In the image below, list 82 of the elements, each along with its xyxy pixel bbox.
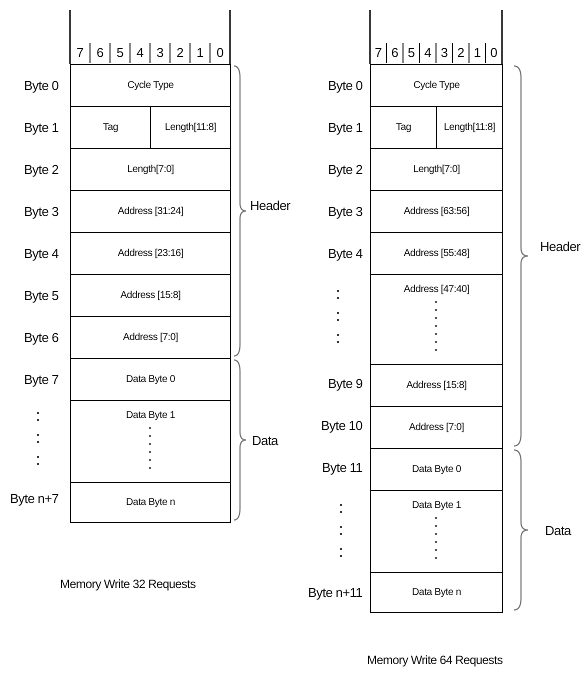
byte-label: Byte 6	[24, 330, 58, 344]
bit-number: 3	[440, 46, 448, 58]
field-box	[370, 448, 503, 491]
field-name: Data Byte 0	[126, 374, 175, 385]
field-name: Address [23:16]	[118, 248, 184, 259]
field-name: Address [7:0]	[122, 332, 178, 343]
caption: Memory Write 64 Requests	[367, 654, 503, 666]
bit-number: 2	[176, 46, 184, 58]
bit-number: 6	[96, 46, 104, 58]
field-name: Length[7:0]	[413, 164, 460, 175]
field-box	[370, 64, 503, 107]
field-name: Address [47:40]	[404, 284, 470, 295]
field-box	[70, 274, 231, 317]
byte-label: Byte 9	[328, 376, 362, 390]
section-label: Data	[545, 524, 571, 536]
field-box	[370, 490, 503, 573]
field-name: Length[11:8]	[444, 122, 496, 133]
field-box	[70, 64, 231, 107]
field-box	[70, 190, 231, 233]
field-box	[70, 316, 231, 359]
bit-number: 2	[457, 46, 464, 58]
byte-label: Byte 5	[24, 288, 58, 302]
field-name: Length[11:8]	[164, 122, 216, 133]
field-box	[70, 148, 231, 191]
field-name: Address [15:8]	[120, 290, 181, 301]
field-name: Tag	[102, 122, 118, 133]
bit-number: 7	[76, 46, 84, 58]
byte-label: Byte 2	[24, 162, 58, 176]
byte-label: Byte 4	[328, 246, 362, 260]
byte-label: Byte 1	[24, 120, 58, 134]
bit-number: 4	[424, 46, 432, 58]
field-name: Data Byte 1	[126, 410, 175, 421]
bit-number: 1	[474, 46, 481, 58]
field-box	[370, 364, 503, 407]
field-name: Address [55:48]	[404, 248, 470, 259]
section-label: Data	[252, 434, 278, 446]
byte-label: Byte 0	[328, 78, 362, 92]
field-name: Address [7:0]	[408, 422, 464, 433]
bit-number: 0	[490, 46, 498, 58]
byte-label: Byte 4	[24, 246, 58, 260]
section-label: Header	[540, 240, 580, 252]
byte-label: Byte 2	[328, 162, 362, 176]
bit-number: 1	[196, 46, 204, 58]
field-box	[70, 482, 231, 523]
byte-label: Byte 10	[321, 418, 362, 432]
field-box	[370, 232, 503, 275]
field-name: Address [63:56]	[404, 206, 470, 217]
bit-number: 5	[408, 46, 415, 58]
field-box	[70, 358, 231, 401]
bit-number: 3	[156, 46, 164, 58]
byte-label: Byte 3	[24, 204, 58, 218]
byte-label: Byte 1	[328, 120, 362, 134]
field-box	[70, 400, 231, 483]
field-name: Data Byte 1	[412, 500, 461, 511]
byte-label: Byte 0	[24, 78, 58, 92]
field-box	[370, 406, 503, 449]
field-name: Tag	[396, 122, 412, 133]
field-box	[370, 274, 503, 365]
field-name: Address [31:24]	[118, 206, 184, 217]
field-name: Cycle Type	[127, 80, 174, 91]
bit-number: 5	[116, 46, 124, 58]
byte-label: Byte 3	[328, 204, 362, 218]
byte-label: Byte n+7	[10, 492, 58, 504]
field-name: Length[7:0]	[127, 164, 174, 175]
byte-label: Byte 11	[322, 460, 362, 474]
field-name: Address [15:8]	[406, 380, 467, 391]
field-name: Data Byte n	[412, 587, 461, 598]
field-box	[370, 148, 503, 191]
caption: Memory Write 32 Requests	[60, 578, 196, 590]
field-box	[370, 572, 503, 613]
field-name: Data Byte n	[126, 497, 175, 508]
field-box	[70, 232, 231, 275]
bit-number: 6	[391, 46, 398, 58]
bit-number: 0	[216, 46, 224, 58]
bit-number: 7	[374, 46, 382, 58]
field-name: Data Byte 0	[412, 464, 461, 475]
byte-label: Byte n+11	[308, 586, 362, 598]
section-label: Header	[250, 198, 290, 212]
bit-number: 4	[136, 46, 144, 58]
field-box	[370, 190, 503, 233]
byte-label: Byte 7	[24, 372, 58, 386]
field-name: Cycle Type	[413, 80, 460, 91]
